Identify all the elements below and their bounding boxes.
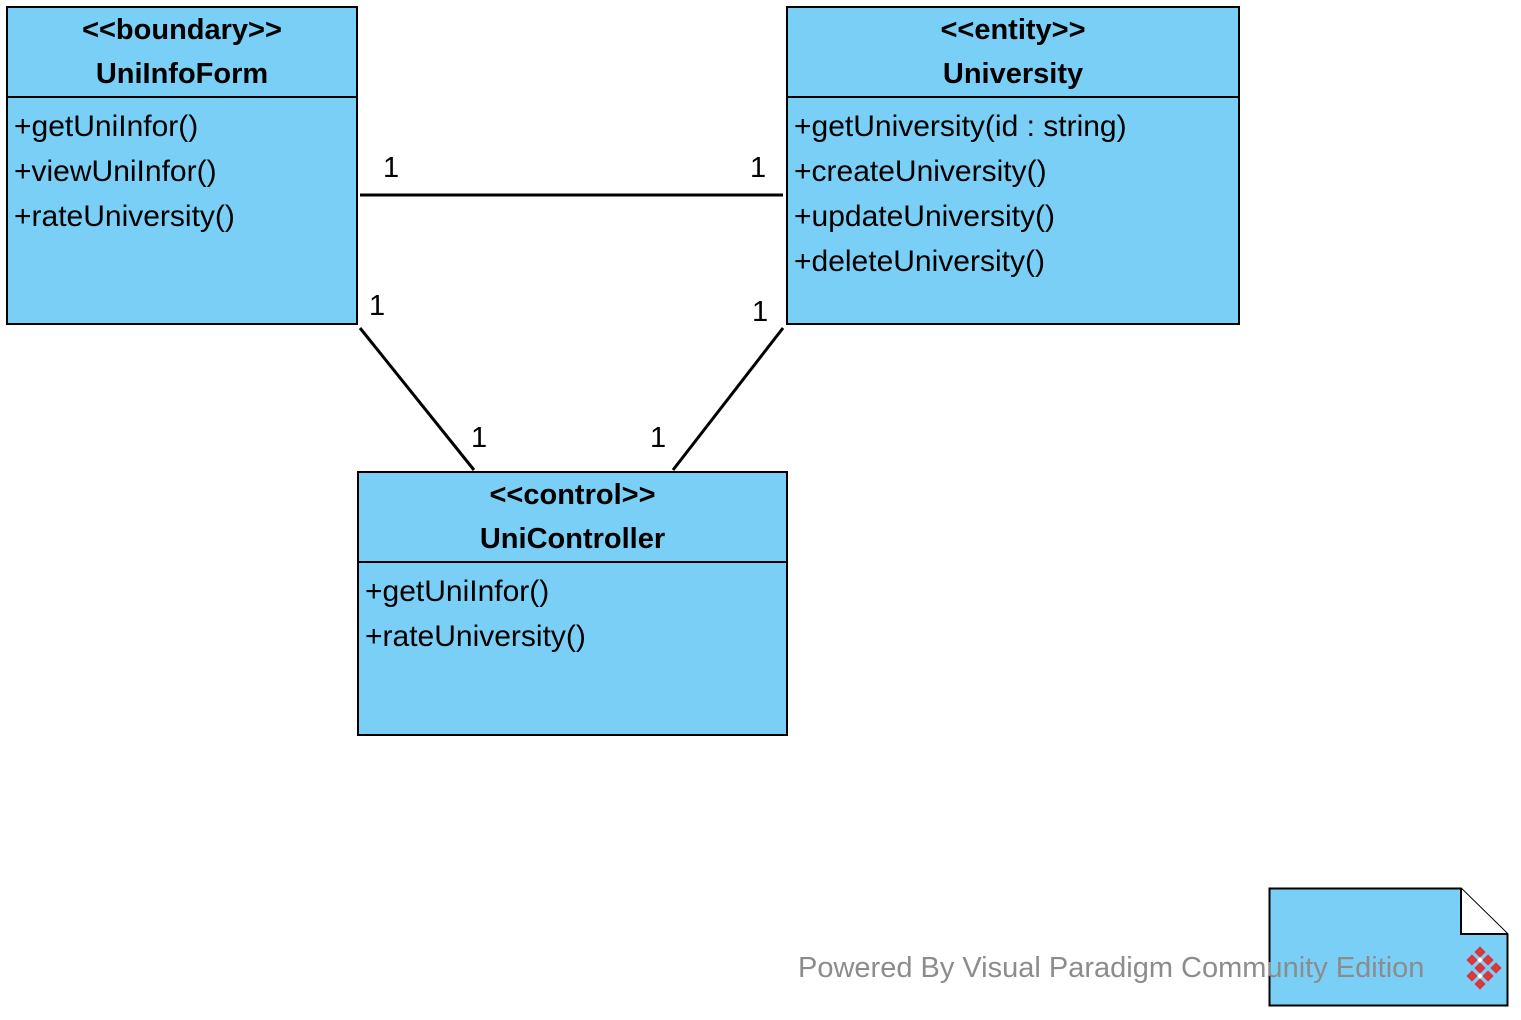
multiplicity-label: 1 xyxy=(383,152,400,184)
watermark-note xyxy=(1268,887,1509,1007)
operation: +deleteUniversity() xyxy=(794,245,1045,278)
class-name: UniController xyxy=(479,523,666,555)
operation: +viewUniInfor() xyxy=(14,155,217,188)
operation: +getUniversity(id : string) xyxy=(794,110,1127,143)
operation: +updateUniversity() xyxy=(794,200,1055,233)
class-header: <<boundary>> UniInfoForm xyxy=(8,8,356,98)
watermark-product: Visual Paradigm Community Edition xyxy=(962,952,1425,984)
operations-compartment: +getUniInfor() +viewUniInfor() +rateUniv… xyxy=(8,98,356,239)
class-header: <<entity>> University xyxy=(788,8,1238,98)
operations-compartment: +getUniInfor() +rateUniversity() xyxy=(359,563,786,659)
watermark-prefix: Powered By xyxy=(798,952,955,984)
association-university-controller[interactable] xyxy=(671,327,785,471)
class-name: University xyxy=(942,58,1084,90)
visual-paradigm-logo-icon xyxy=(1466,946,1502,990)
multiplicity-label: 1 xyxy=(369,290,386,322)
operation: +getUniInfor() xyxy=(14,110,199,143)
operation: +rateUniversity() xyxy=(14,200,235,233)
multiplicity-label: 1 xyxy=(752,296,769,328)
operations-compartment: +getUniversity(id : string) +createUnive… xyxy=(788,98,1238,284)
multiplicity-label: 1 xyxy=(471,422,488,454)
class-header: <<control>> UniController xyxy=(359,473,786,563)
operation: +rateUniversity() xyxy=(365,620,586,653)
multiplicity-label: 1 xyxy=(750,152,767,184)
class-name: UniInfoForm xyxy=(95,58,269,90)
stereotype: <<control>> xyxy=(489,479,656,511)
class-uniinfoform[interactable]: <<boundary>> UniInfoForm +getUniInfor() … xyxy=(6,6,358,325)
association-form-controller[interactable] xyxy=(358,327,476,471)
stereotype: <<entity>> xyxy=(940,14,1086,46)
class-unicontroller[interactable]: <<control>> UniController +getUniInfor()… xyxy=(357,471,788,736)
operation: +getUniInfor() xyxy=(365,575,550,608)
operation: +createUniversity() xyxy=(794,155,1047,188)
multiplicity-label: 1 xyxy=(650,422,667,454)
stereotype: <<boundary>> xyxy=(82,14,282,46)
class-university[interactable]: <<entity>> University +getUniversity(id … xyxy=(786,6,1240,325)
